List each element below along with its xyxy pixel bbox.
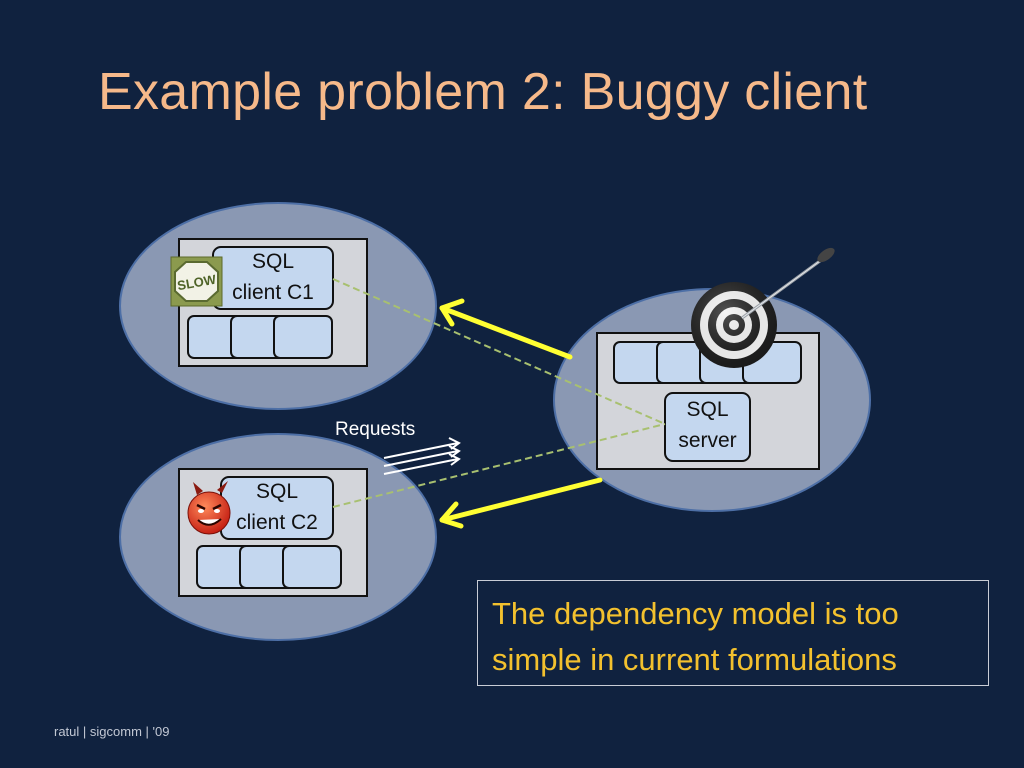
response-arrow-to-c2 bbox=[439, 477, 603, 523]
requests-label: Requests bbox=[335, 419, 416, 440]
devil-face-icon bbox=[187, 481, 231, 535]
request-arrows bbox=[383, 437, 461, 475]
slide-title: Example problem 2: Buggy client bbox=[98, 63, 868, 121]
arrowhead bbox=[439, 501, 464, 529]
dependency-lines bbox=[332, 278, 666, 508]
client2-component bbox=[282, 545, 342, 589]
client1-label-line2: client C1 bbox=[232, 281, 314, 304]
server-label-line1: SQL bbox=[686, 398, 729, 421]
response-arrow-to-c1 bbox=[439, 305, 573, 360]
callout-note: The dependency model is too simple in cu… bbox=[477, 580, 989, 686]
response-arrows bbox=[439, 298, 603, 529]
slide-footer: ratul | sigcomm | '09 bbox=[54, 724, 170, 739]
server-label: SQL server bbox=[665, 394, 750, 456]
arrowhead bbox=[448, 445, 461, 458]
slow-sign-text: SLOW bbox=[176, 272, 218, 294]
client1-label-line1: SQL bbox=[251, 250, 295, 273]
client1-component bbox=[273, 315, 333, 359]
server-label-line2: server bbox=[678, 429, 737, 452]
dart-icon bbox=[741, 247, 835, 320]
request-arrow bbox=[383, 450, 459, 467]
arrowhead bbox=[439, 298, 465, 327]
request-arrow bbox=[383, 458, 459, 475]
dependency-line bbox=[332, 278, 666, 425]
arrowhead bbox=[448, 453, 461, 466]
client2-label-line2: client C2 bbox=[236, 511, 318, 534]
dependency-line bbox=[332, 423, 666, 508]
dartboard-target-icon bbox=[691, 247, 835, 368]
request-arrow bbox=[383, 442, 459, 459]
arrowhead bbox=[448, 437, 461, 450]
slow-sign-icon: SLOW bbox=[170, 256, 223, 307]
client2-label: SQL client C2 bbox=[221, 476, 333, 538]
server-process-box bbox=[664, 392, 751, 462]
client2-label-line1: SQL bbox=[255, 480, 299, 503]
client1-label: SQL client C1 bbox=[213, 246, 333, 308]
